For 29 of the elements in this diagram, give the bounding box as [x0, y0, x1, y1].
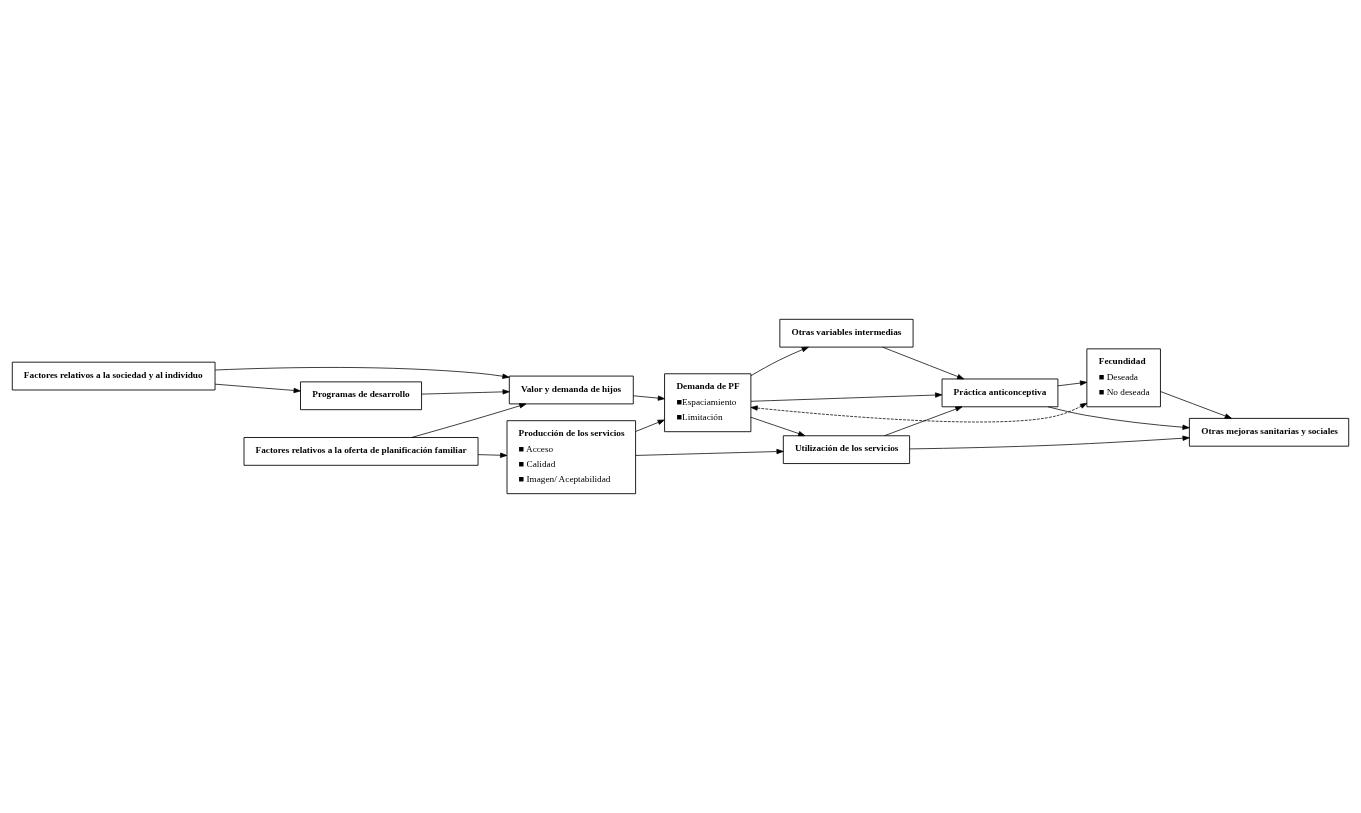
arrow	[635, 419, 665, 432]
node-box: Otras variables intermedias	[779, 318, 914, 348]
arrow	[882, 346, 965, 380]
node-box: Demanda de PF ■Espaciamiento ■Limitación	[664, 373, 752, 433]
node-box: Programas de desarrollo	[300, 381, 422, 411]
node-box: Factores relativos a la sociedad y al individuo	[11, 361, 216, 391]
arrow	[214, 383, 301, 394]
arrow	[411, 403, 527, 438]
node-box: Valor y demanda de hijos	[508, 375, 634, 405]
arrow	[633, 395, 665, 401]
arrow	[750, 346, 809, 377]
arrow	[750, 402, 1088, 423]
arrow	[884, 406, 963, 437]
arrow	[1160, 391, 1232, 419]
arrow	[1047, 406, 1190, 430]
arrow	[750, 392, 943, 402]
arrow	[635, 448, 784, 456]
arrow	[214, 367, 510, 379]
node-box: Utilización de los servicios	[782, 435, 911, 464]
arrow	[421, 389, 510, 395]
arrow	[909, 435, 1190, 450]
node-box: Fecundidad ■ Deseada ■ No deseada	[1086, 348, 1161, 408]
arrow	[750, 416, 806, 437]
node-box: Factores relativos a la oferta de planificación familiar	[243, 437, 479, 466]
arrow	[477, 452, 508, 458]
arrow	[1057, 380, 1088, 387]
node-box: Práctica anticonceptiva	[941, 378, 1059, 408]
node-box: Otras mejoras sanitarias y sociales	[1188, 417, 1350, 447]
node-box: Producción de los servicios ■ Acceso ■ Calidad ■ Imagen/ Aceptabilidad	[506, 420, 637, 495]
